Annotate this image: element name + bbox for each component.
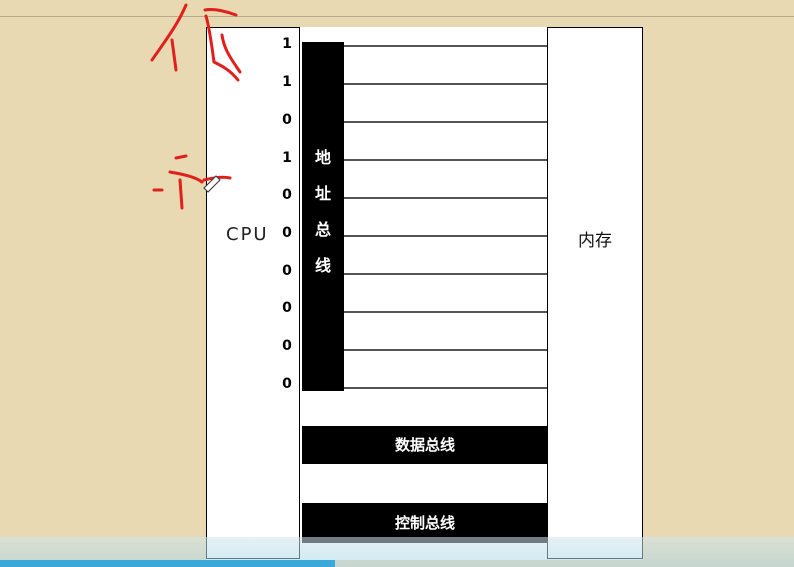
address-bus-char: 地 <box>314 148 331 167</box>
address-line <box>344 197 547 199</box>
address-line <box>344 159 547 161</box>
memory-box <box>547 27 643 559</box>
slide-top-rule <box>0 16 794 17</box>
memory-label: 内存 <box>578 231 612 251</box>
control-bus-bar: 控制总线 <box>302 503 548 543</box>
address-line <box>344 273 547 275</box>
address-bit: 0 <box>282 187 292 203</box>
address-bus-char: 址 <box>314 184 331 203</box>
cpu-label: CPU <box>226 224 269 245</box>
address-bit: 0 <box>282 338 292 354</box>
address-bit: 1 <box>282 150 292 166</box>
address-line <box>344 311 547 313</box>
address-line <box>344 349 547 351</box>
address-bit: 0 <box>282 112 292 128</box>
video-progress-fill[interactable] <box>0 560 335 567</box>
address-line <box>344 83 547 85</box>
address-bit: 0 <box>282 376 292 392</box>
address-bus-char: 线 <box>314 256 331 275</box>
address-line <box>344 387 547 389</box>
address-bit: 0 <box>282 225 292 241</box>
address-bit: 0 <box>282 300 292 316</box>
address-line <box>344 45 547 47</box>
data-bus-bar: 数据总线 <box>302 426 548 464</box>
address-bit: 1 <box>282 74 292 90</box>
address-bus-char: 总 <box>314 220 331 239</box>
address-bit: 1 <box>282 36 292 52</box>
address-bus-bar <box>302 42 344 391</box>
address-line <box>344 121 547 123</box>
address-bit: 0 <box>282 263 292 279</box>
cpu-box <box>206 27 300 559</box>
address-line <box>344 235 547 237</box>
